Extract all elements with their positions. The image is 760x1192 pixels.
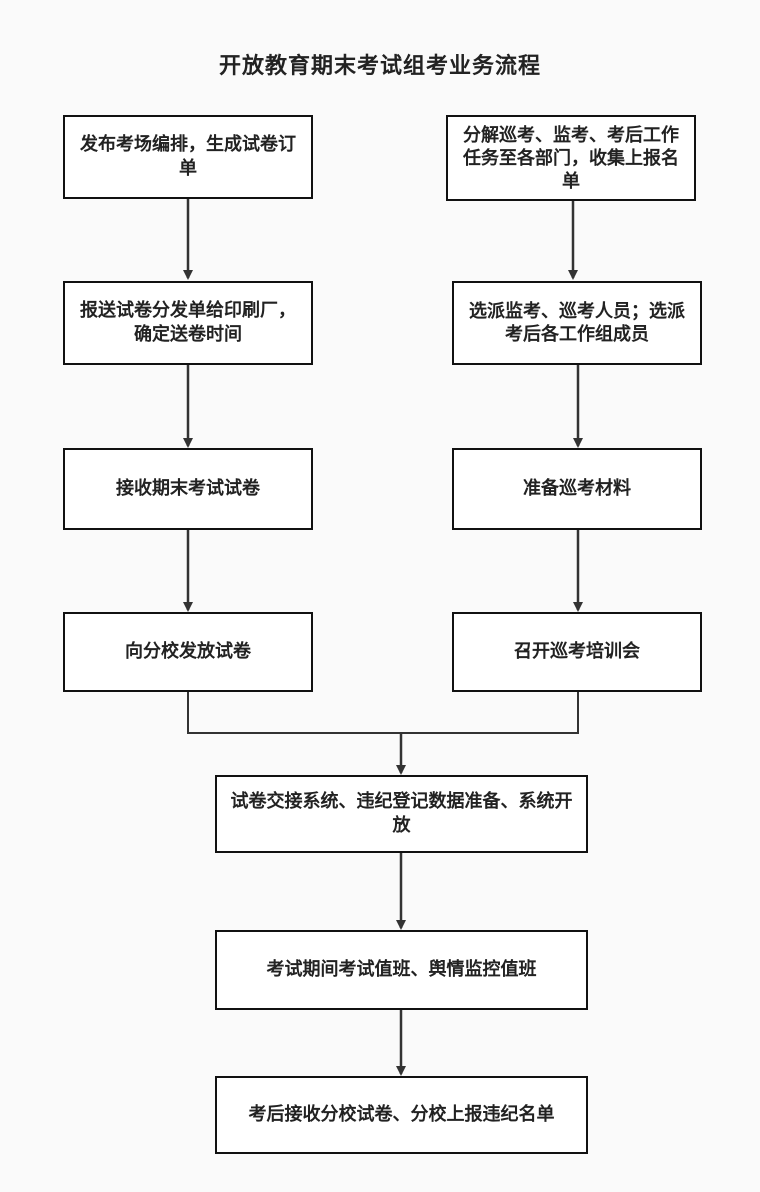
flow-box-right-2: 选派监考、巡考人员；选派考后各工作组成员 — [452, 281, 702, 365]
flow-box-bottom-1: 试卷交接系统、违纪登记数据准备、系统开放 — [215, 775, 588, 853]
flow-box-right-3: 准备巡考材料 — [452, 448, 702, 530]
diagram-title: 开放教育期末考试组考业务流程 — [218, 54, 541, 79]
flow-box-bottom-2: 考试期间考试值班、舆情监控值班 — [215, 930, 588, 1010]
merge-connector — [187, 692, 579, 734]
flow-box-bottom-3: 考后接收分校试卷、分校上报违纪名单 — [215, 1076, 588, 1154]
flow-box-right-1: 分解巡考、监考、考后工作任务至各部门，收集上报名单 — [446, 115, 696, 201]
flow-box-left-4: 向分校发放试卷 — [63, 612, 313, 692]
flow-box-left-1: 发布考场编排，生成试卷订单 — [63, 115, 313, 199]
flow-box-right-4: 召开巡考培训会 — [452, 612, 702, 692]
flow-box-left-3: 接收期末考试试卷 — [63, 448, 313, 530]
flow-box-left-2: 报送试卷分发单给印刷厂，确定送卷时间 — [63, 281, 313, 365]
